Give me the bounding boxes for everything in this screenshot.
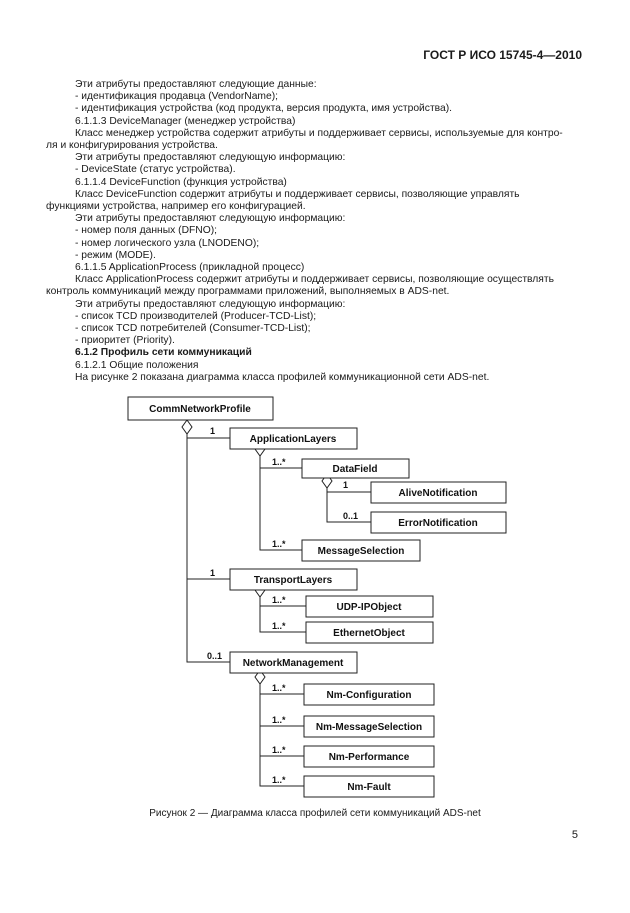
class-box-nm-configuration: Nm-Configuration [303, 683, 435, 706]
body-text: Эти атрибуты предоставляют следующие дан… [46, 79, 580, 384]
multiplicity-label: 0..1 [207, 651, 222, 661]
paragraph: функциями устройства, например его конфи… [46, 201, 306, 213]
svg-text:ApplicationLayers: ApplicationLayers [250, 434, 337, 445]
multiplicity-label: 0..1 [343, 511, 358, 521]
class-box-nm-performance: Nm-Performance [303, 745, 435, 768]
multiplicity-label: 1..* [272, 683, 286, 693]
section-heading: 6.1.2.1 Общие положения [75, 359, 199, 371]
class-box-udp-ip-object: UDP-IPObject [305, 595, 434, 618]
class-box-network-management: NetworkManagement [229, 651, 358, 674]
paragraph: На рисунке 2 показана диаграмма класса п… [75, 371, 490, 383]
paragraph: Эти атрибуты предоставляют следующую инф… [75, 298, 346, 310]
paragraph: ля и конфигурирования устройства. [46, 140, 218, 152]
paragraph: - режим (MODE). [75, 249, 156, 261]
paragraph: Эти атрибуты предоставляют следующую инф… [75, 213, 346, 225]
multiplicity-label: 1..* [272, 775, 286, 785]
multiplicity-label: 1..* [272, 621, 286, 631]
page-number: 5 [571, 829, 578, 841]
svg-text:Nm-Configuration: Nm-Configuration [327, 690, 412, 701]
paragraph: контроль коммуникаций между программами … [46, 286, 450, 298]
figure-caption: Рисунок 2 — Диаграмма класса профилей се… [149, 808, 481, 819]
multiplicity-label: 1 [210, 568, 215, 578]
paragraph: Эти атрибуты предоставляют следующую инф… [75, 152, 346, 164]
section-heading: 6.1.1.4 DeviceFunction (функция устройст… [75, 176, 287, 188]
section-heading: 6.1.1.5 ApplicationProcess (прикладной п… [75, 262, 305, 274]
class-box-message-selection: MessageSelection [301, 539, 421, 562]
paragraph: - список TCD производителей (Producer-TC… [75, 310, 317, 322]
svg-text:AliveNotification: AliveNotification [399, 488, 478, 499]
svg-text:Nm-MessageSelection: Nm-MessageSelection [316, 722, 422, 733]
class-box-transport-layers: TransportLayers [229, 568, 358, 591]
class-box-nm-fault: Nm-Fault [303, 775, 435, 798]
paragraph: - номер логического узла (LNODENO); [75, 237, 260, 249]
paragraph: - список TCD потребителей (Consumer-TCD-… [75, 323, 311, 335]
multiplicity-label: 1..* [272, 457, 286, 467]
svg-text:ErrorNotification: ErrorNotification [398, 518, 477, 529]
paragraph: Класс ApplicationProcess содержит атрибу… [75, 274, 554, 286]
class-box-nm-message-selection: Nm-MessageSelection [303, 715, 435, 738]
svg-text:MessageSelection: MessageSelection [318, 546, 405, 557]
svg-text:NetworkManagement: NetworkManagement [243, 658, 344, 669]
section-heading: 6.1.1.3 DeviceManager (менеджер устройст… [75, 115, 296, 127]
svg-text:Nm-Fault: Nm-Fault [347, 782, 391, 793]
class-box-comm-network-profile: CommNetworkProfile [127, 396, 274, 421]
paragraph: - DeviceState (статус устройства). [75, 164, 236, 176]
diagram-connectors [186, 434, 371, 787]
multiplicity-label: 1 [210, 426, 215, 436]
multiplicity-label: 1..* [272, 745, 286, 755]
svg-text:Nm-Performance: Nm-Performance [329, 752, 410, 763]
svg-text:CommNetworkProfile: CommNetworkProfile [149, 404, 251, 415]
aggregation-diamond [181, 419, 193, 435]
paragraph: - номер поля данных (DFNO); [75, 225, 218, 237]
paragraph: Эти атрибуты предоставляют следующие дан… [75, 79, 317, 90]
multiplicity-label: 1 [343, 480, 348, 490]
class-box-ethernet-object: EthernetObject [305, 621, 434, 644]
multiplicity-label: 1..* [272, 539, 286, 549]
paragraph: Класс менеджер устройства содержит атриб… [75, 127, 563, 139]
svg-text:TransportLayers: TransportLayers [254, 575, 333, 586]
class-box-alive-notification: AliveNotification [370, 481, 507, 504]
paragraph: - идентификация продавца (VendorName); [75, 91, 279, 103]
class-box-error-notification: ErrorNotification [370, 511, 507, 534]
svg-text:UDP-IPObject: UDP-IPObject [336, 602, 402, 613]
svg-text:DataField: DataField [332, 464, 377, 475]
class-box-application-layers: ApplicationLayers [229, 427, 358, 450]
paragraph: - приоритет (Priority). [75, 335, 175, 347]
multiplicity-label: 1..* [272, 715, 286, 725]
paragraph: - идентификация устройства (код продукта… [75, 103, 453, 115]
class-box-data-field: DataField [301, 458, 410, 479]
document-header: ГОСТ Р ИСО 15745-4—2010 [423, 48, 582, 62]
section-heading: 6.1.2 Профиль сети коммуникаций [75, 347, 252, 359]
svg-text:EthernetObject: EthernetObject [333, 628, 405, 639]
paragraph: Класс DeviceFunction содержит атрибуты и… [75, 188, 520, 200]
multiplicity-label: 1..* [272, 595, 286, 605]
